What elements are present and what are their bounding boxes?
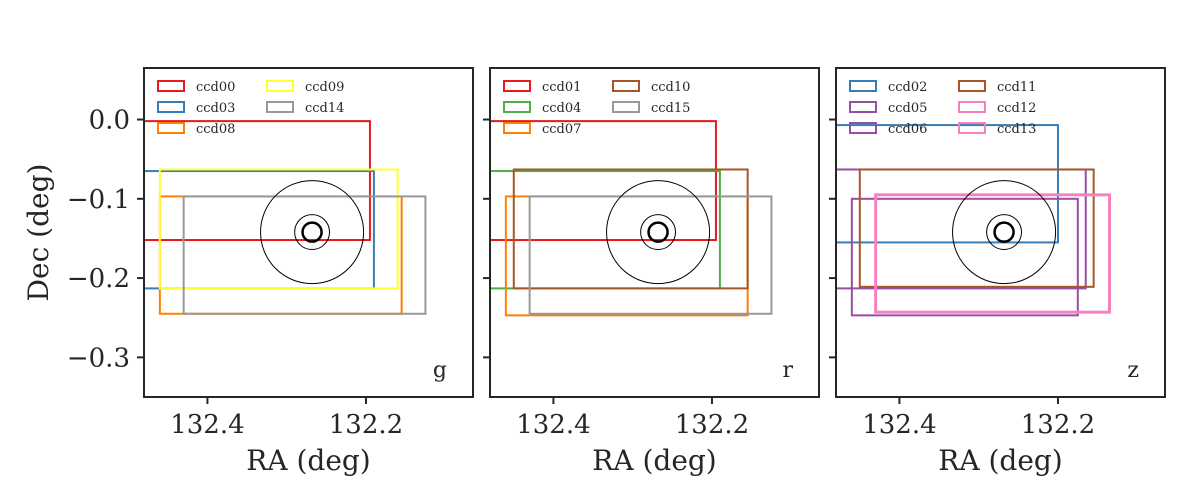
footprint-ccd02 [836,124,1059,244]
x-tick-label: 132.2 [329,410,403,440]
plot-area [490,120,773,317]
target-circle [606,180,711,285]
legend-label: ccd15 [651,101,690,116]
legend-label: ccd04 [542,101,581,116]
legend-swatch-ccd14 [266,101,294,113]
legend-label: ccd08 [196,122,235,137]
legend-swatch-ccd10 [612,80,640,92]
footprint-ccd14 [182,195,427,315]
footprint-ccd06 [850,197,1079,317]
legend-swatch-ccd04 [503,101,531,113]
target-circle [986,214,1023,251]
footprint-ccd12 [874,193,1112,314]
footprint-ccd11 [858,168,1095,288]
x-axis-label: RA (deg) [592,444,716,477]
footprint-ccd09 [158,168,399,290]
footprint-ccd15 [528,195,773,315]
footprint-ccd00 [144,120,371,242]
legend: ccd02 ccd05 ccd06 ccd11 ccd12 ccd13 [849,80,1036,137]
legend-label: ccd01 [542,80,581,95]
legend-swatch-ccd07 [503,122,531,134]
x-tick-label: 132.4 [862,410,936,440]
legend-label: ccd14 [305,101,344,116]
axes-frame [143,67,474,398]
axes-frame [835,67,1166,398]
target-circle [952,180,1057,285]
target-circle [647,221,669,243]
y-tick-label: −0.2 [67,264,130,294]
target-circle [260,180,365,285]
panel-label: r [782,358,793,383]
x-tick-label: 132.2 [1021,410,1095,440]
legend-label: ccd03 [196,101,235,116]
legend-label: ccd07 [542,122,581,137]
x-axis-label: RA (deg) [938,444,1062,477]
x-tick-label: 132.2 [675,410,749,440]
panel-label: g [433,358,447,383]
legend-label: ccd11 [997,80,1036,95]
x-tick-label: 132.4 [516,410,590,440]
panel-label: z [1127,358,1139,383]
y-tick-label: −0.3 [67,343,130,373]
target-circle [294,214,331,251]
legend-swatch-ccd01 [503,80,531,92]
legend: ccd01 ccd04 ccd07 ccd10 ccd15 [503,80,690,137]
legend-swatch-ccd02 [849,80,877,92]
legend-swatch-ccd03 [157,101,185,113]
footprint-ccd08 [158,195,403,315]
footprint-ccd01 [490,120,717,242]
legend-label: ccd10 [651,80,690,95]
legend-swatch-ccd00 [157,80,185,92]
footprint-ccd13 [874,193,1111,314]
legend-swatch-ccd12 [958,101,986,113]
legend-label: ccd12 [997,101,1036,116]
legend-label: ccd13 [997,122,1036,137]
legend-label: ccd05 [888,101,927,116]
x-axis-label: RA (deg) [246,444,370,477]
plot-area [144,120,427,315]
y-axis-label: Dec (deg) [22,164,55,302]
footprint-ccd07 [504,195,749,317]
legend-swatch-ccd11 [958,80,986,92]
legend-swatch-ccd06 [849,122,877,134]
legend-swatch-ccd15 [612,101,640,113]
legend-label: ccd06 [888,122,927,137]
y-tick-label: −0.1 [67,185,130,215]
legend-swatch-ccd08 [157,122,185,134]
legend-swatch-ccd09 [266,80,294,92]
footprint-ccd05 [836,168,1087,290]
plot-area [836,124,1112,317]
legend-swatch-ccd05 [849,101,877,113]
target-circle [640,214,677,251]
legend-swatch-ccd13 [958,122,986,134]
legend-label: ccd00 [196,80,235,95]
legend-label: ccd02 [888,80,927,95]
target-circle [993,221,1015,243]
target-circle [301,221,323,243]
panel-g: 132.4 132.2 0.0 −0.1 −0.2 −0.3 RA (deg) Dec (de… [22,67,474,477]
footprint-ccd10 [512,168,749,290]
axes-frame [489,67,820,398]
legend: ccd00 ccd03 ccd08 ccd09 ccd14 [157,80,344,137]
x-tick-label: 132.4 [170,410,244,440]
legend-label: ccd09 [305,80,344,95]
y-tick-label: 0.0 [89,106,130,136]
